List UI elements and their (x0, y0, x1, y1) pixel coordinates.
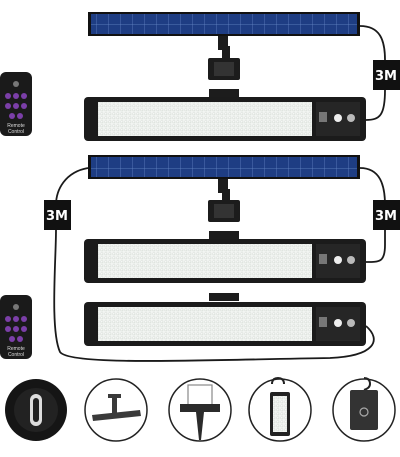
solar-panel-top (88, 12, 360, 36)
light-bar-middle (84, 239, 366, 283)
cable-length-badge-right: 3M (373, 200, 400, 230)
ground-stake-icon (84, 378, 148, 442)
svg-text:3M: 3M (46, 209, 68, 224)
panel-bracket-bottom (208, 179, 240, 222)
light-clip-top (209, 89, 239, 97)
light-bar-top (84, 97, 366, 141)
stake-mount-icon (168, 378, 232, 442)
svg-text:3M: 3M (375, 209, 397, 224)
wall-hang-icon (332, 377, 396, 442)
usb-c-port-icon (5, 379, 67, 441)
light-bar-bottom (84, 302, 366, 346)
svg-text:Remote: Remote (7, 346, 25, 352)
cable-length-badge-left: 3M (44, 200, 71, 230)
remote-control-top: Remote Control (0, 72, 32, 136)
light-clip-middle (209, 231, 239, 239)
svg-text:3M: 3M (375, 69, 397, 84)
wifi-icon (13, 81, 19, 87)
solar-panel-bottom (88, 155, 360, 179)
wifi-icon (13, 304, 19, 310)
hook-hang-icon (248, 376, 312, 442)
cable-length-badge-top: 3M (373, 60, 400, 90)
svg-text:Control: Control (8, 129, 24, 135)
panel-bracket-top (208, 36, 240, 80)
remote-control-bottom: Remote Control (0, 295, 32, 359)
svg-text:Control: Control (8, 352, 24, 358)
light-clip-bottom (209, 293, 239, 301)
svg-text:Remote: Remote (7, 123, 25, 129)
